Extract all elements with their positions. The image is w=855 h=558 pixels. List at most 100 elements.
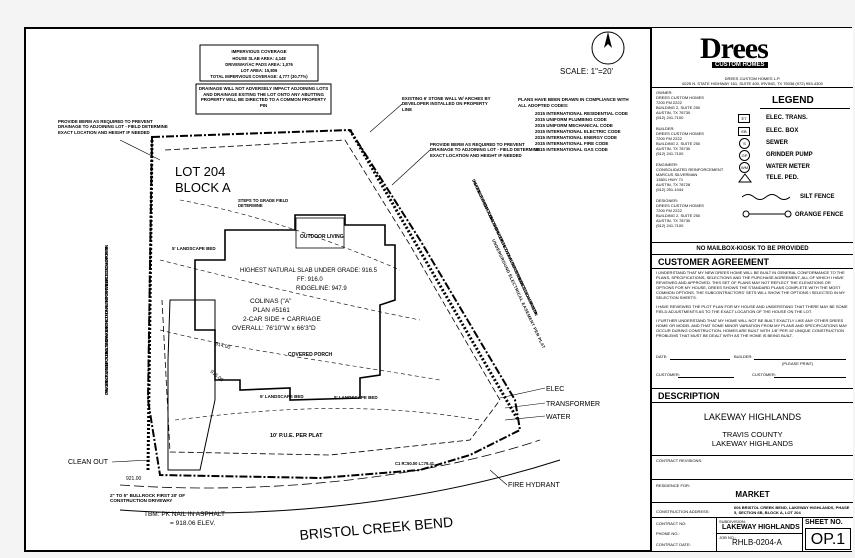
legend-label: ELEC. BOX [766,128,799,134]
leader-line [111,459,151,463]
county-name: TRAVIS COUNTY [722,430,783,439]
coverage-lot: LOT AREA: 15,806 [241,68,278,73]
rotated-drainage-left: DRAINAGE WILL NOT ADVERSELY IMPACT ADJOI… [104,245,109,395]
construction-address-label: CONSTRUCTION ADDRESS: [656,509,710,514]
leader-line [119,139,161,161]
curve-data: C1 R=50.00 L=79.41 [395,461,435,466]
easement-label: UNDERGROUND ELECTRICAL EASEMENT PER PLAT [491,238,546,349]
divider [652,388,853,389]
landscape-bed-label-2: 5' LANDSCAPE BED [260,394,304,399]
slab-grade: HIGHEST NATURAL SLAB UNDER GRADE: 916.5 [240,268,378,274]
codes-line: 2015 UNIFORM MECHANICAL CODE [535,123,613,128]
elec-trans-icon: ET [738,114,750,123]
divider [652,402,853,403]
divider [802,517,803,551]
date-line [670,359,730,360]
engineer-line: (512) 251-1044 [656,187,684,192]
divider [652,479,853,480]
left-fence-hatch [146,139,154,471]
legend-label: SEWER [766,140,789,146]
contour-line [174,408,481,421]
steps-note: STEPS TO GRADE FIELD DETERMINE [238,198,289,208]
description-title: DESCRIPTION [658,391,720,401]
legend-title: LEGEND [772,95,814,106]
tbm-elev: = 918.06 ELEV. [170,520,215,527]
setback-line [161,139,501,456]
construction-address: 606 BRISTOL CREEK BEND, LAKEWAY HIGHLAND… [734,505,850,515]
builder-line: 7200 FM 2222 [656,136,682,141]
designer-block: DESIGNER: DREES CUSTOM HOMES 7200 FM 222… [656,198,724,228]
driveway [167,299,216,471]
customer-label: CUSTOMER: [656,372,680,377]
leader-line [499,387,546,399]
agreement-title: CUSTOMER AGREEMENT [658,257,770,267]
divider [652,242,853,243]
divider [652,268,853,269]
subdivision-label: SUBDIVISION: [719,519,746,524]
contour-line [159,259,421,321]
engineer-line: 13801 HWY 71 [656,177,684,182]
divider [716,533,802,534]
contract-no-label: CONTRACT NO: [656,521,687,526]
fire-hydrant-label: FIRE HYDRANT [508,482,560,489]
owner-block: OWNER: DREES CUSTOM HOMES 7200 FM 2222 B… [656,90,724,120]
codes-line: 2015 UNIFORM PLUMBING CODE [535,117,607,122]
ridgeline: RIDGELINE: 947.9 [296,286,347,292]
berm-note-right: PROVIDE BERM AS REQUIRED TO PREVENT DRAI… [430,142,540,158]
mailbox-note: NO MAILBOX-KIOSK TO BE PROVIDED [696,246,809,252]
street-curb [119,439,541,489]
designer-line: DESIGNER: [656,198,679,203]
coverage-title: IMPERVIOUS COVERAGE [231,49,286,54]
orange-fence-icon [742,210,792,218]
plan-number: PLAN #5161 [253,307,290,314]
lot-label: LOT 204 [175,164,225,179]
engineer-line: MARCUS SILVERMAN [656,172,698,177]
builder-sig-label: BUILDER: [734,354,753,359]
leader-line [369,103,403,133]
divider [652,455,853,456]
contour-line [179,199,401,271]
overall-dims: OVERALL: 76'10"W x 66'3"D [232,325,316,332]
logo-wordmark: Drees [700,32,769,65]
coverage-drive: DRIVEWAY/AC PADS AREA: 1,076 [225,62,293,67]
block-label: BLOCK A [175,180,231,195]
water-label: WATER [546,414,571,421]
logo-subtitle: CUSTOM HOMES [712,62,768,68]
legend-label: ELEC. TRANS. [766,115,808,121]
engineer-line: ENGINEER: [656,162,679,167]
codes-line: 2015 INTERNATIONAL FIRE CODE [535,141,608,146]
drainage-note: DRAINAGE WILL NOT ADVERSELY IMPACT ADJOI… [198,86,329,108]
plan-name: COLINAS ("A" [250,298,292,305]
codes-line: 2015 INTERNATIONAL ENERGY CODE [535,135,617,140]
builder-line: (512) 241-7100 [656,151,684,156]
engineer-line: AUSTIN, TX 78728 [656,182,691,187]
lot-boundary [146,128,522,480]
builder-line: DREES CUSTOM HOMES [656,131,704,136]
owner-line: OWNER: [656,90,673,95]
bullrock-note: 2" TO 5" BULLROCK FIRST 20' OF CONSTRUCT… [110,493,186,504]
designer-line: DREES CUSTOM HOMES [656,203,704,208]
job-no-label: JOB NO.: [719,535,737,540]
company-line: DREES CUSTOM HOMES L.P. [724,76,781,81]
landscape-bed-label: 5' LANDSCAPE BED [172,246,216,251]
divider [652,87,853,88]
company-address: 6225 N. STATE HIGHWAY 161, SUITE 400, IR… [682,81,823,86]
owner-line: 7200 FM 2222 [656,100,682,105]
customer-line-2 [774,377,846,378]
legend-label: ORANGE FENCE [795,212,844,218]
sewer-icon: S [739,138,750,149]
tbm-label: TBM: PK NAIL IN ASPHALT [144,511,225,518]
legend-label: TELE. PED. [766,175,799,181]
builder-block: BUILDER: DREES CUSTOM HOMES 7200 FM 2222… [656,126,724,156]
covered-porch-label: COVERED PORCH [288,352,333,358]
builder-line: BUILDING 2, SUITE 250 [656,141,701,146]
garage-type: 2-CAR SIDE + CARRIAGE [243,316,322,323]
owner-line: (512) 241-7100 [656,115,684,120]
revisions-label: CONTRACT REVISIONS: [656,458,703,463]
legend-label: WATER METER [766,164,810,170]
tele-ped-icon [738,173,752,183]
builder-line: BUILDER: [656,126,675,131]
legend-label: GRINDER PUMP [766,152,813,158]
leader-line [504,402,546,409]
elec-box-icon: EB [738,127,750,136]
